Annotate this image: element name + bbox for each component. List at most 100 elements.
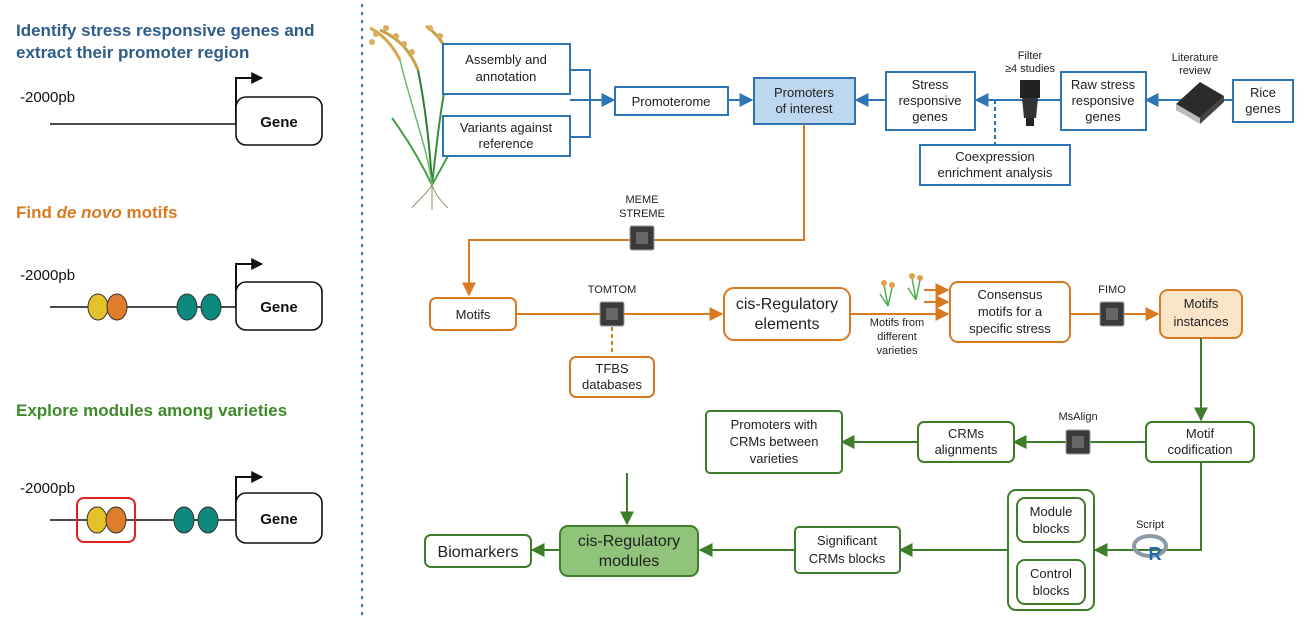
rice-varieties-icon: Motifs from different varieties [870, 273, 924, 357]
gene-label: Gene [260, 114, 298, 131]
module-label-line1: Module [1030, 504, 1073, 519]
promoters-with-crms-box: Promoters with CRMs between varieties [705, 410, 843, 474]
variants-label-line1: Variants against [460, 120, 553, 135]
consensus-label-line1: Consensus [977, 287, 1043, 302]
raw-stress-genes-box: Raw stress responsive genes [1060, 71, 1147, 131]
prom-crm-label-line2: CRMs between [730, 434, 819, 449]
motif-orange-icon [105, 506, 127, 534]
section1-title-line2: extract their promoter region [16, 43, 249, 62]
promoters-label-line2: of interest [775, 101, 832, 116]
promoter-length-label: -2000pb [20, 267, 75, 284]
varieties-label-line1: Motifs from [870, 317, 924, 329]
raw-label-line1: Raw stress [1071, 77, 1136, 92]
codification-label-line1: Motif [1186, 426, 1215, 441]
control-label-line2: blocks [1033, 583, 1070, 598]
varieties-label-line3: varieties [877, 345, 918, 357]
stress-label-line1: Stress [912, 77, 949, 92]
cis-label-line2: elements [755, 316, 820, 333]
gene-box [235, 492, 323, 544]
prom-crm-label-line3: varieties [750, 451, 799, 466]
motif-yellow-icon [86, 506, 108, 534]
prom-crm-label-line1: Promoters with [731, 417, 818, 432]
meme-streme-chip-icon: MEME STREME [619, 194, 665, 251]
rice-genes-box: Rice genes [1232, 79, 1294, 123]
instances-label-line2: instances [1174, 314, 1229, 329]
orange-stage: MEME STREME Motifs TOMTOM TFBS databases… [429, 124, 1243, 398]
motif-yellow-icon [87, 293, 109, 321]
raw-label-line3: genes [1085, 109, 1121, 124]
msalign-chip-icon: MsAlign [1058, 411, 1098, 455]
crm-modules-label-line1: cis-Regulatory [578, 533, 680, 550]
literature-label-line2: review [1179, 65, 1211, 77]
stress-genes-box: Stress responsive genes [885, 71, 976, 131]
significant-crms-box: Significant CRMs blocks [794, 526, 901, 574]
cis-label-line1: cis-Regulatory [736, 296, 838, 313]
gene-diagram-3: -2000pb Gene [20, 471, 323, 544]
biomarkers-box: Biomarkers [424, 534, 532, 568]
varieties-label-line2: different [877, 331, 917, 343]
codification-label-line2: codification [1167, 442, 1232, 457]
tfbs-label-line1: TFBS [595, 361, 629, 376]
motif-orange-icon [106, 293, 128, 321]
motif-teal-icon [173, 506, 195, 534]
svg-text:R: R [1149, 544, 1162, 564]
crm-modules-label-line2: modules [599, 553, 659, 570]
section1-title-line1: Identify stress responsive genes and [16, 21, 315, 40]
promoter-length-label: -2000pb [20, 89, 75, 106]
crm-align-label-line1: CRMs [948, 426, 985, 441]
promoter-length-label: -2000pb [20, 480, 75, 497]
motif-teal-icon [176, 293, 198, 321]
fimo-label: FIMO [1098, 284, 1126, 296]
filter-label-line1: Filter [1018, 50, 1043, 62]
gene-diagram-1: -2000pb Gene [20, 72, 323, 146]
msalign-label: MsAlign [1058, 411, 1097, 423]
motif-teal-icon [200, 293, 222, 321]
variants-label-line2: reference [479, 136, 534, 151]
left-panel: Identify stress responsive genes and ext… [16, 21, 323, 544]
variants-box: Variants against reference [442, 115, 571, 157]
stress-label-line3: genes [912, 109, 948, 124]
section2-title: Find de novo motifs [16, 203, 178, 222]
tomtom-label: TOMTOM [588, 284, 636, 296]
motif-codification-box: Motif codification [1145, 421, 1255, 463]
fimo-chip-icon: FIMO [1098, 284, 1126, 327]
instances-label-line1: Motifs [1184, 296, 1219, 311]
motif-teal-icon [197, 506, 219, 534]
cis-regulatory-elements-box: cis-Regulatory elements [723, 287, 851, 341]
coexpression-box: Coexpression enrichment analysis [919, 144, 1071, 186]
gene-label: Gene [260, 299, 298, 316]
gene-box [235, 96, 323, 146]
meme-label: MEME [626, 194, 659, 206]
streme-label: STREME [619, 208, 665, 220]
motifs-box: Motifs [429, 297, 517, 331]
section3-title: Explore modules among varieties [16, 401, 287, 420]
rice-label-line1: Rice [1250, 85, 1276, 100]
module-label-line2: blocks [1033, 521, 1070, 536]
cis-regulatory-modules-box: cis-Regulatory modules [559, 525, 699, 577]
motifs-instances-box: Motifs instances [1159, 289, 1243, 339]
filter-icon: Filter ≥4 studies [1005, 50, 1056, 126]
control-blocks-box: Control blocks [1016, 559, 1086, 605]
rice-label-line2: genes [1245, 101, 1281, 116]
coexp-label-line1: Coexpression [955, 149, 1035, 164]
signif-label-line1: Significant [817, 533, 877, 548]
consensus-label-line2: motifs for a [978, 304, 1043, 319]
gene-box [235, 281, 323, 331]
module-highlight-box [76, 497, 136, 543]
promoters-label-line1: Promoters [774, 85, 834, 100]
motifs-label: Motifs [456, 307, 491, 322]
gene-diagram-2: -2000pb Gene [20, 258, 323, 331]
tomtom-chip-icon: TOMTOM [588, 284, 636, 327]
filter-label-line2: ≥4 studies [1005, 63, 1056, 75]
literature-label-line1: Literature [1172, 52, 1218, 64]
gene-label: Gene [260, 511, 298, 528]
crms-alignments-box: CRMs alignments [917, 421, 1015, 463]
green-stage: Motif codification MsAlign CRMs alignmen… [424, 338, 1255, 611]
script-label: Script [1136, 519, 1164, 531]
book-icon: Literature review [1172, 52, 1224, 124]
biomarkers-label: Biomarkers [438, 544, 519, 561]
r-script-icon: Script R [1132, 519, 1168, 564]
